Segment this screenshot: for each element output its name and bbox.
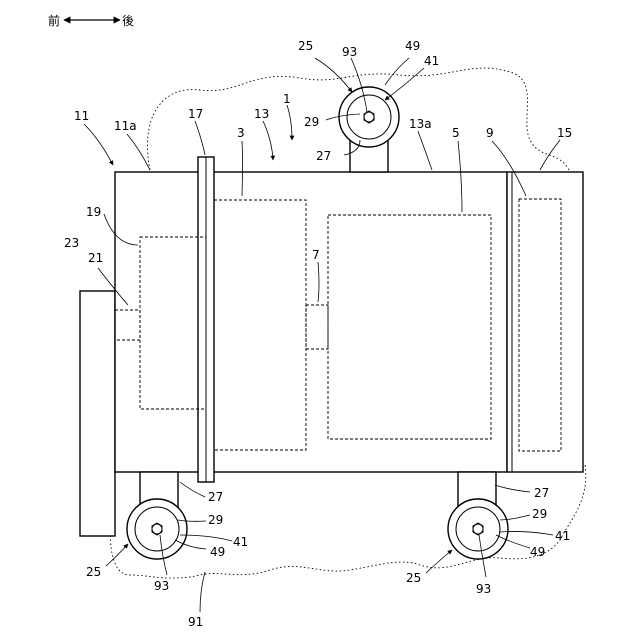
label-29-top: 29 [304, 115, 319, 129]
label-49-bl: 49 [210, 545, 225, 559]
front-block-23 [80, 291, 115, 536]
label-25-bl: 25 [86, 565, 101, 579]
wheel-25-bl [127, 499, 187, 559]
label-29-bl: 29 [208, 513, 223, 527]
label-41-br: 41 [555, 529, 570, 543]
direction-indicator: 前 後 [48, 13, 134, 28]
label-11a: 11a [114, 119, 137, 133]
label-7: 7 [312, 248, 320, 262]
label-21: 21 [88, 251, 103, 265]
label-49-top: 49 [405, 39, 420, 53]
body-15 [507, 172, 583, 472]
front-label: 前 [48, 13, 60, 28]
label-27-br: 27 [534, 486, 549, 500]
label-19: 19 [86, 205, 101, 219]
label-13a: 13a [409, 117, 432, 131]
label-23: 23 [64, 236, 79, 250]
label-3: 3 [237, 126, 245, 140]
back-label: 後 [122, 14, 134, 28]
wheel-assembly-bottom-right [448, 472, 508, 559]
label-13: 13 [254, 107, 269, 121]
body-13 [212, 172, 507, 472]
label-11: 11 [74, 109, 89, 123]
label-93-br: 93 [476, 582, 491, 596]
label-93-bl: 93 [154, 579, 169, 593]
label-15: 15 [557, 126, 572, 140]
label-41-top: 41 [424, 54, 439, 68]
label-5: 5 [452, 126, 460, 140]
label-93-top: 93 [342, 45, 357, 59]
label-49-br: 49 [530, 545, 545, 559]
wheel-assembly-top [339, 87, 399, 172]
label-91: 91 [188, 615, 203, 629]
label-27-top: 27 [316, 149, 331, 163]
label-17: 17 [188, 107, 203, 121]
label-29-br: 29 [532, 507, 547, 521]
label-9: 9 [486, 126, 494, 140]
label-25-br: 25 [406, 571, 421, 585]
wheel-assembly-bottom-left [127, 472, 187, 559]
label-25-top: 25 [298, 39, 313, 53]
wheel-25-br [448, 499, 508, 559]
label-27-bl: 27 [208, 490, 223, 504]
label-41-bl: 41 [233, 535, 248, 549]
label-1: 1 [283, 92, 291, 106]
